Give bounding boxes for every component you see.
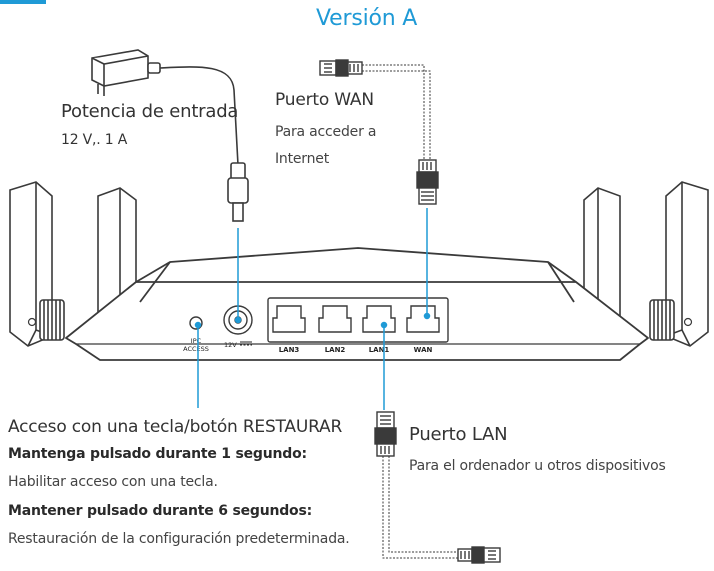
wan-port-desc-line2: Internet <box>275 151 329 167</box>
header-accent-bar <box>0 0 46 4</box>
ethernet-port-lan1 <box>362 305 396 333</box>
lan-cable-connector-icon <box>457 546 501 564</box>
antenna-hinge-left <box>27 317 37 327</box>
lan-port-desc: Para el ordenador u otros dispositivos <box>409 458 666 474</box>
port-label-lan2: LAN2 <box>325 346 346 354</box>
power-adapter-icon <box>91 49 161 96</box>
wan-port-desc-line1: Para acceder a <box>275 124 377 140</box>
wan-plug-icon <box>416 159 439 205</box>
ethernet-ports <box>272 305 440 333</box>
lan-cable <box>382 456 458 559</box>
port-label-wan: WAN <box>414 346 433 354</box>
power-plug-icon <box>227 162 249 222</box>
leader-lines <box>194 208 431 410</box>
hold-6-seconds-desc: Restauración de la configuración predete… <box>8 531 350 547</box>
antenna-left-outer <box>9 181 65 347</box>
hold-1-second-desc: Habilitar acceso con una tecla. <box>8 474 218 490</box>
button-label-line2: ACCESS <box>183 345 209 353</box>
power-jack-label: 12V <box>224 341 237 349</box>
button-label-line1: IPC <box>191 337 202 345</box>
antenna-hinge-right <box>683 317 693 327</box>
ethernet-port-wan <box>406 305 440 333</box>
wan-port-label: Puerto WAN <box>275 90 374 110</box>
antenna-right-outer <box>649 181 709 347</box>
wan-cable <box>362 64 431 160</box>
ethernet-port-lan2 <box>318 305 352 333</box>
hold-1-second-title: Mantenga pulsado durante 1 segundo: <box>8 446 307 462</box>
reset-button-label: Acceso con una tecla/botón RESTAURAR <box>8 417 343 437</box>
lan-plug-icon <box>374 411 397 457</box>
power-input-label: Potencia de entrada <box>61 101 239 122</box>
power-cable <box>159 66 239 166</box>
port-label-lan3: LAN3 <box>279 346 300 354</box>
wan-cable-connector-icon <box>319 59 363 77</box>
port-panel <box>267 297 449 343</box>
ethernet-port-lan3 <box>272 305 306 333</box>
power-input-value: 12 V,. 1 A <box>61 132 128 148</box>
hold-6-seconds-title: Mantener pulsado durante 6 segundos: <box>8 503 312 519</box>
lan-port-label: Puerto LAN <box>409 424 508 445</box>
port-label-lan1: LAN1 <box>369 346 390 354</box>
version-title: Versión A <box>316 6 418 31</box>
